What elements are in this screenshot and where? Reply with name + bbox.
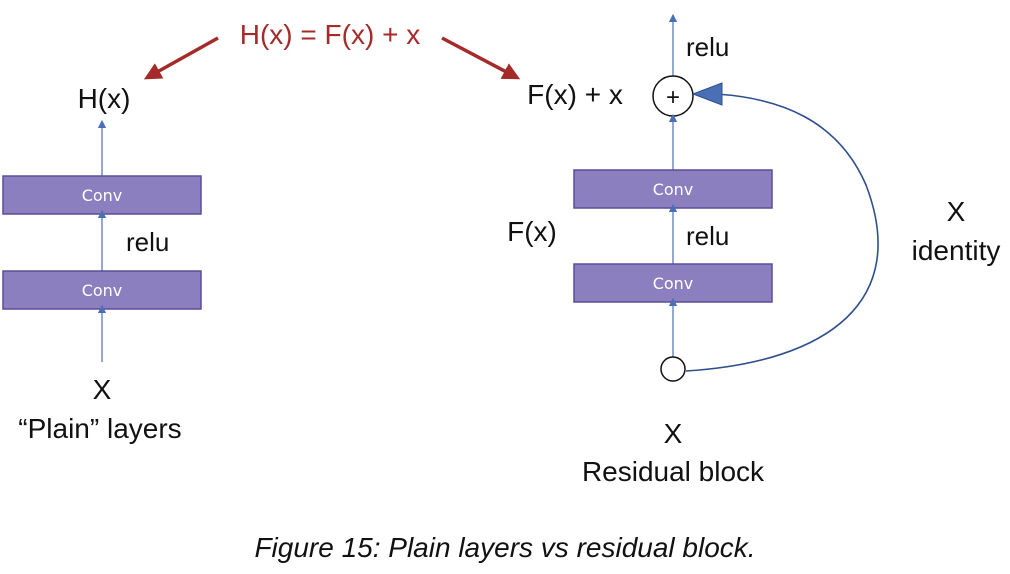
residual-relu-label: relu (686, 221, 729, 251)
add-node-symbol: + (666, 84, 680, 111)
plain-conv-bottom-block (2, 270, 202, 310)
plain-relu-label: relu (126, 227, 169, 257)
residual-block-label: F(x) (507, 216, 557, 247)
plain-output-label: H(x) (78, 83, 131, 114)
plain-conv-top-label: Conv (82, 186, 123, 205)
equation-label: H(x) = F(x) + x (240, 19, 420, 50)
residual-caption: Residual block (582, 456, 765, 487)
equation-arrow-left (143, 36, 219, 80)
residual-conv-bottom-label: Conv (653, 274, 694, 293)
input-node-circle (660, 356, 686, 382)
plain-input-label: X (93, 374, 112, 405)
residual-conv-top-label: Conv (653, 180, 694, 199)
figure-caption: Figure 15: Plain layers vs residual bloc… (254, 532, 755, 563)
skip-label-identity: identity (912, 235, 1001, 266)
equation-arrow-right (441, 36, 521, 80)
plain-conv-bottom-label: Conv (82, 281, 123, 300)
skip-label-x: X (947, 196, 966, 227)
residual-input-label: X (664, 418, 683, 449)
residual-sum-label: F(x) + x (527, 79, 623, 110)
identity-skip-curve (685, 93, 879, 372)
plain-caption: “Plain” layers (18, 413, 181, 444)
identity-skip-arrowhead (691, 82, 723, 106)
residual-conv-top-block (573, 169, 773, 209)
residual-top-relu-label: relu (686, 32, 729, 62)
